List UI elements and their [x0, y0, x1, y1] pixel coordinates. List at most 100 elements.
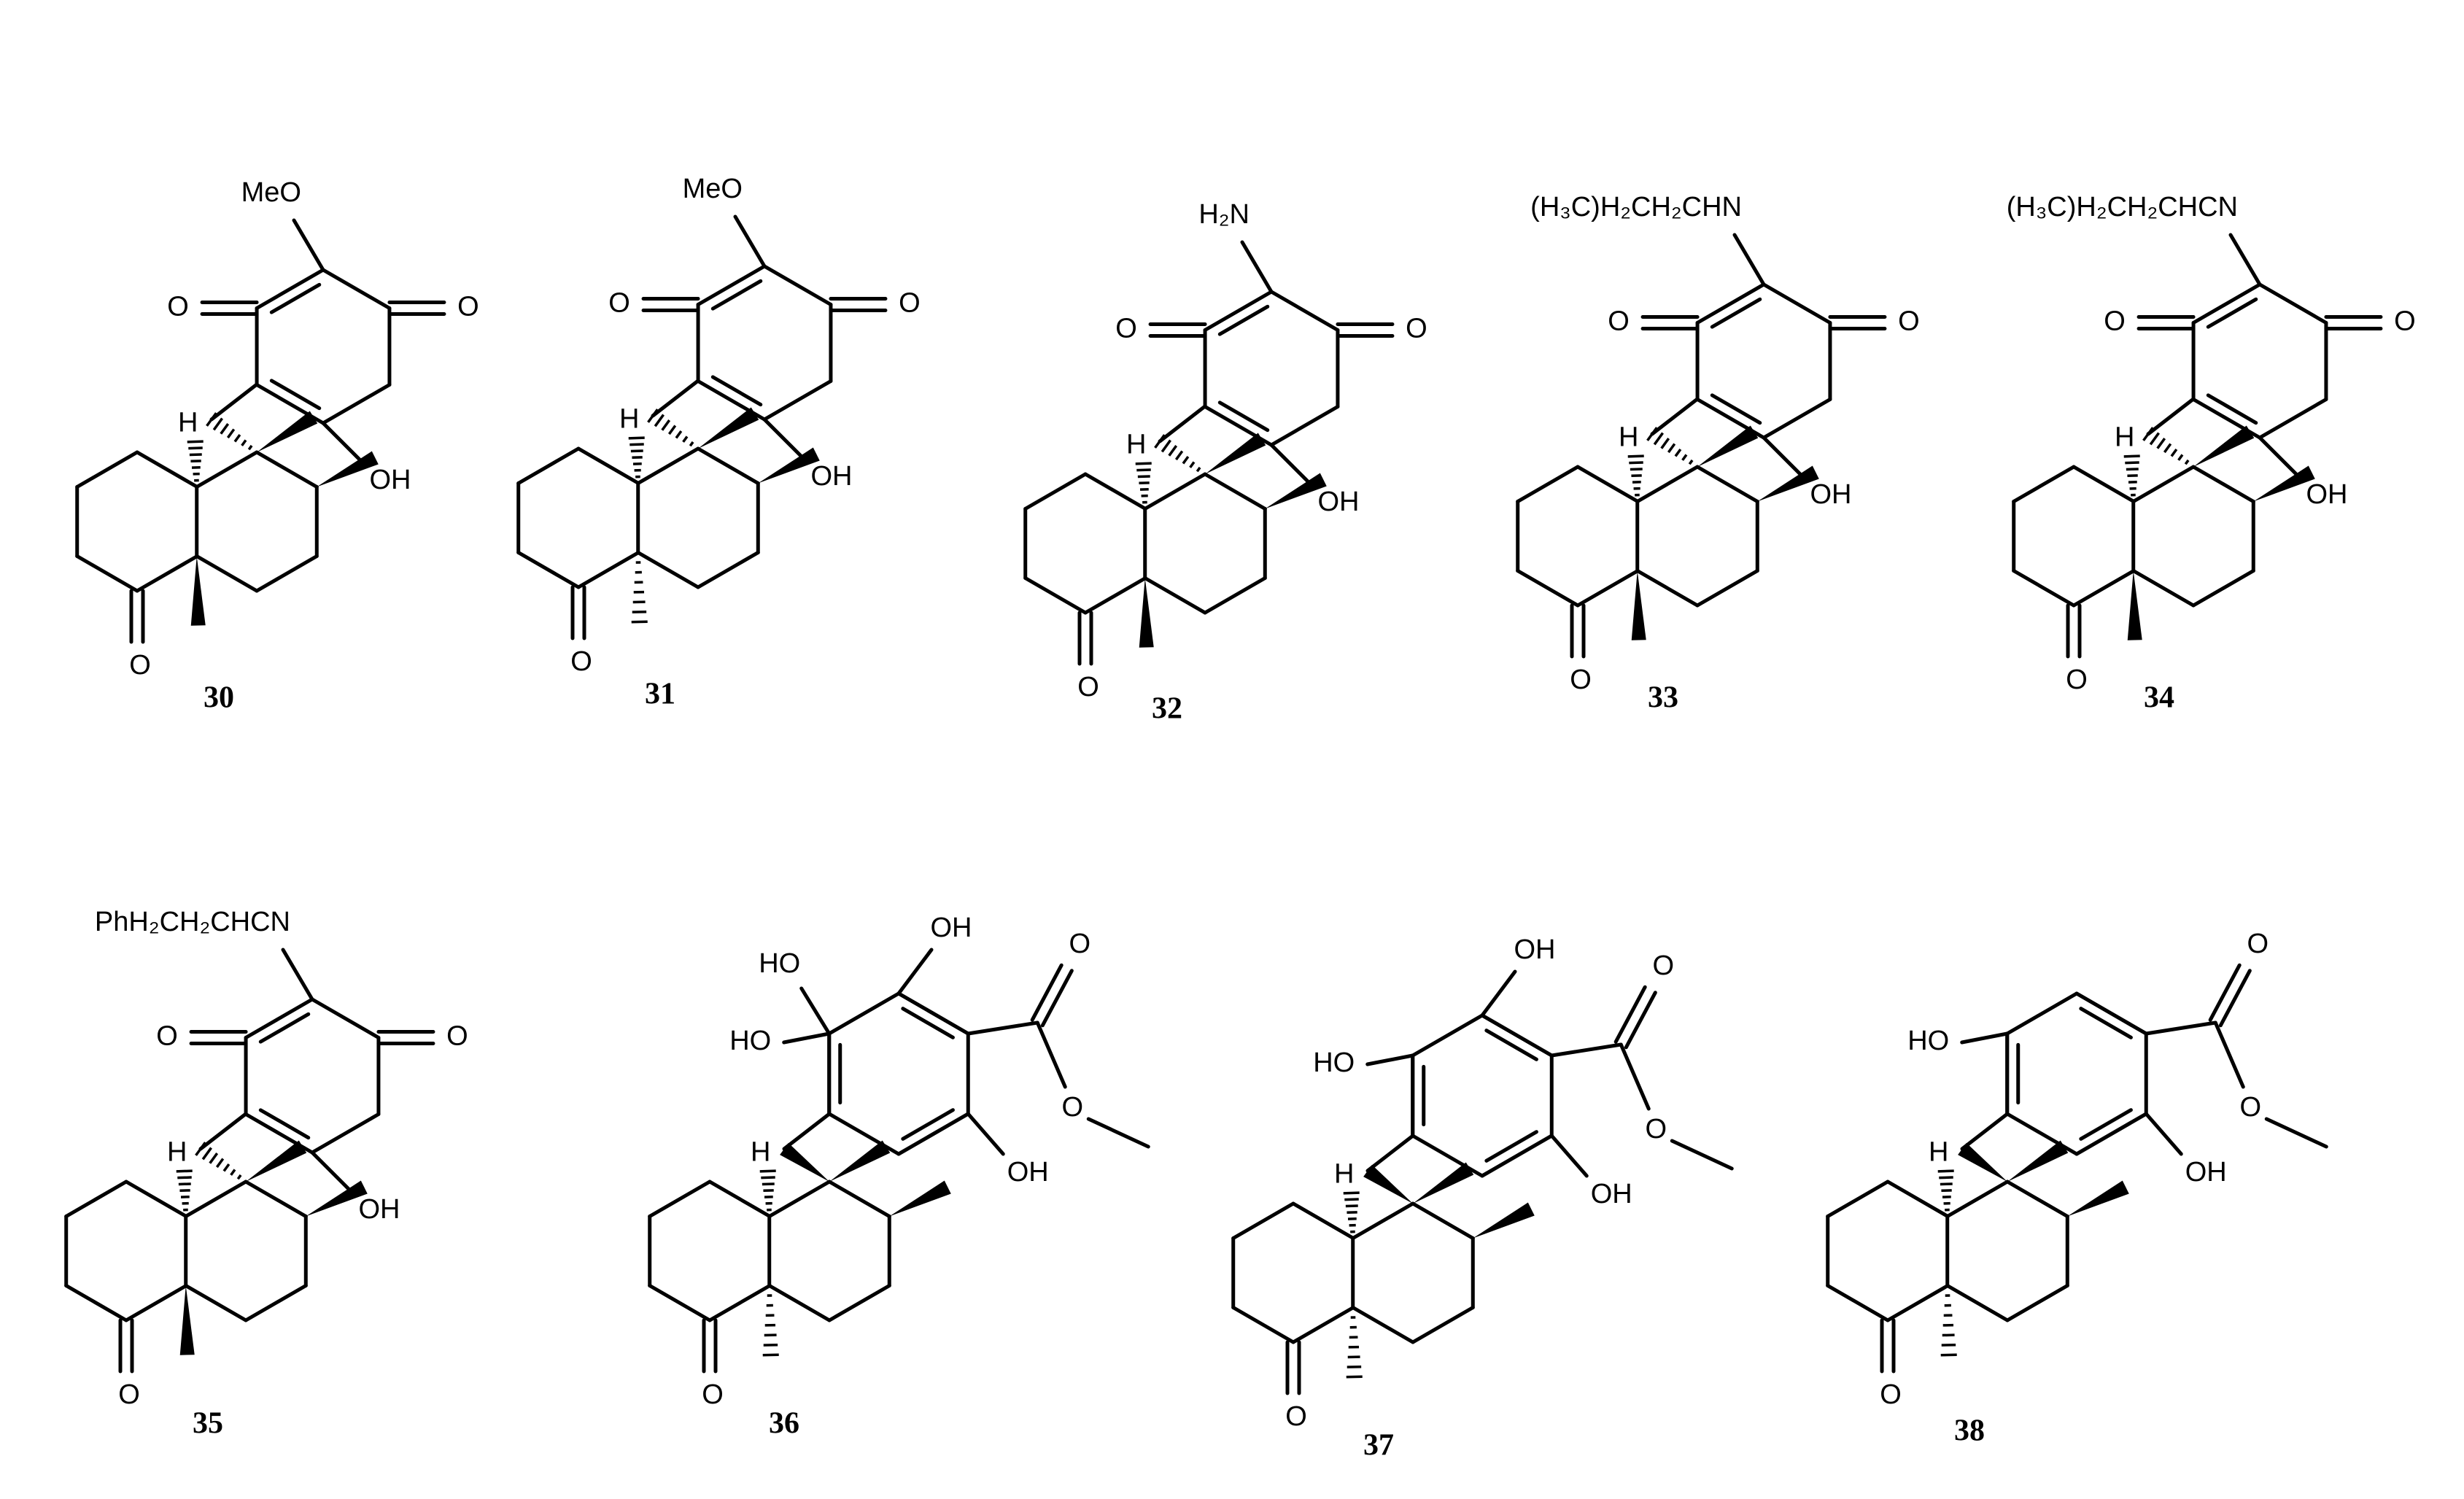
hash-stroke — [1667, 443, 1676, 454]
bond — [1619, 1042, 1651, 1111]
hash-stroke — [222, 1163, 230, 1172]
hash-stroke — [654, 414, 665, 427]
methylene-bond — [1960, 1112, 2010, 1151]
ring-bond — [1762, 282, 1832, 325]
ring-double-bond — [896, 1112, 970, 1156]
ester-carbonyl-oxygen: O — [1069, 929, 1090, 959]
bond — [1549, 1134, 1589, 1178]
ring-bond — [636, 446, 700, 485]
h-label: H — [2115, 422, 2134, 453]
compound-number: 31 — [645, 678, 675, 711]
ring-bond — [2005, 1112, 2079, 1156]
methyl-wedge-bond — [317, 451, 379, 487]
ring-bond — [2072, 569, 2136, 608]
bond — [1762, 435, 1806, 480]
hash-stroke — [667, 425, 677, 435]
ring-bond — [1826, 1180, 1890, 1218]
hash-stroke — [2126, 468, 2139, 471]
hydroxyl-label: OH — [359, 1194, 400, 1225]
h-hashed-bond — [1343, 1191, 1360, 1233]
hash-stroke — [241, 439, 247, 446]
methyl-wedge-bond — [698, 407, 759, 449]
bond — [2144, 1020, 2217, 1036]
ring-bond — [827, 1112, 901, 1156]
bond — [1035, 1020, 1067, 1089]
methyl-wedge-bond — [889, 1180, 951, 1217]
ring-double-bond — [1217, 304, 1270, 336]
ester-oxygen: O — [2239, 1092, 2261, 1123]
compound-number: 32 — [1152, 692, 1182, 726]
hydroxyl-label: OH — [1514, 934, 1556, 965]
carbonyl-oxygen: O — [156, 1021, 178, 1052]
methyl-hashed-bond — [631, 561, 648, 624]
methyl-wedge-bond — [1473, 1202, 1535, 1239]
carbonyl-oxygen: O — [446, 1021, 468, 1052]
ring-double-bond — [258, 1108, 311, 1140]
ring-double-bond — [1217, 400, 1270, 433]
methyl-bond — [1086, 1117, 1150, 1149]
methyl-wedge-bond — [1631, 570, 1646, 640]
hash-stroke — [1629, 461, 1643, 465]
ring-bond — [1269, 290, 1340, 332]
ring-bond — [75, 554, 139, 593]
ring-bond — [1516, 569, 1580, 608]
hash-stroke — [2149, 432, 2160, 446]
carbonyl-oxygen: O — [457, 292, 479, 322]
ring-double-bond — [1480, 1013, 1554, 1058]
ring-bond — [310, 1112, 381, 1155]
methyl-wedge-bond — [257, 411, 318, 452]
ring-double-bond — [269, 282, 322, 314]
hash-stroke — [762, 1182, 775, 1186]
hash-stroke — [2177, 454, 2184, 461]
ring-double-bond — [1695, 398, 1766, 440]
hash-stroke — [230, 1169, 236, 1176]
hash-stroke — [1168, 445, 1178, 457]
h-label: H — [1126, 430, 1146, 460]
hydroxyl-label: HO — [759, 948, 800, 979]
hash-stroke — [201, 1147, 212, 1161]
ketone-oxygen: O — [118, 1379, 140, 1410]
ring-bond — [827, 1180, 891, 1218]
ring-double-bond — [1203, 405, 1274, 447]
hash-stroke — [682, 435, 689, 443]
ring-bond — [124, 1180, 188, 1218]
ring-bond — [576, 551, 640, 589]
carbonyl-oxygen: O — [167, 292, 189, 322]
ring-bond — [1576, 465, 1640, 503]
methyl-wedge-bond — [1205, 433, 1266, 474]
ring-double-bond — [1710, 393, 1762, 425]
h-label: H — [1334, 1159, 1354, 1190]
ring-double-bond — [696, 264, 767, 306]
ring-bond — [1411, 1013, 1484, 1058]
bond — [2258, 435, 2302, 480]
hash-stroke — [212, 417, 223, 431]
bond — [896, 948, 934, 996]
ring-bond — [1635, 569, 1700, 608]
ring-bond — [1023, 576, 1088, 615]
ring-bond — [75, 450, 139, 489]
h-label: H — [167, 1137, 187, 1168]
methyl-wedge-bond — [190, 556, 206, 626]
substituent-label: (H₃C)H₂CH₂CHCN — [2007, 192, 2238, 222]
ring-double-bond — [2074, 1112, 2148, 1156]
hash-stroke — [220, 423, 230, 435]
ring-double-bond — [1484, 1130, 1538, 1163]
h-hashed-bond — [1627, 454, 1644, 497]
ring-bond — [708, 1180, 772, 1218]
ring-bond — [310, 997, 381, 1039]
ring-double-bond — [2079, 1108, 2133, 1141]
ring-bond — [1291, 1306, 1355, 1344]
ring-bond — [1351, 1306, 1415, 1344]
methylene-bond — [1365, 1134, 1415, 1173]
bond — [966, 1112, 1005, 1156]
methylene-bond — [651, 379, 700, 418]
h-hashed-bond — [759, 1169, 776, 1212]
ring-bond — [696, 446, 760, 485]
bond — [1365, 1053, 1415, 1066]
ring-double-bond — [696, 379, 767, 422]
hash-stroke — [1660, 438, 1670, 449]
methyl-wedge-bond — [1139, 578, 1154, 648]
bond — [2228, 233, 2262, 287]
bond — [1240, 240, 1274, 294]
